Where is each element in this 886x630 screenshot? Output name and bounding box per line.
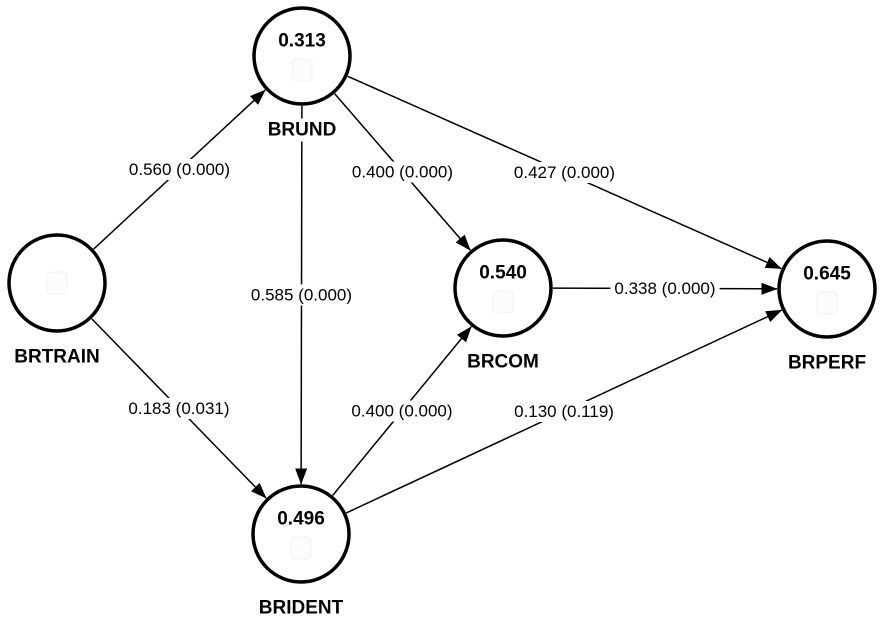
latent-node-brident: 0.496 xyxy=(251,484,351,584)
path-coefficient-label: 0.585 (0.000) xyxy=(251,286,352,305)
label-background xyxy=(463,350,543,374)
node-name-label: BRPERF xyxy=(788,353,866,374)
node-name-brperf: BRPERF xyxy=(783,351,871,375)
label-background xyxy=(610,278,720,299)
node-name-label: BRIDENT xyxy=(259,598,344,619)
node-name-label: BRCOM xyxy=(467,352,539,373)
node-name-label: BRUND xyxy=(268,120,337,141)
latent-node-circle-brcom xyxy=(453,238,553,338)
r-squared-value-brident: 0.496 xyxy=(277,509,325,530)
watermark-icon xyxy=(816,291,838,315)
label-background xyxy=(347,400,457,422)
label-background xyxy=(254,596,348,620)
path-coefficient: 0.400 (0.000) xyxy=(347,161,458,183)
latent-node-brcom: 0.540 xyxy=(453,238,553,338)
latent-node-circle-brident xyxy=(251,484,351,584)
path-coefficient-label: 0.560 (0.000) xyxy=(129,160,230,179)
label-background xyxy=(347,161,458,183)
path-coefficient: 0.338 (0.000) xyxy=(610,278,720,299)
path-coefficient: 0.427 (0.000) xyxy=(509,162,620,183)
path-coefficient: 0.585 (0.000) xyxy=(246,284,357,306)
path-coefficient-label: 0.427 (0.000) xyxy=(514,163,615,182)
latent-node-brperf: 0.645 xyxy=(777,239,877,339)
path-coefficient-label: 0.183 (0.031) xyxy=(128,399,229,418)
r-squared-value-brperf: 0.645 xyxy=(803,264,851,285)
label-background xyxy=(10,345,104,369)
watermark-icon xyxy=(492,290,514,314)
node-name-brcom: BRCOM xyxy=(463,350,543,374)
path-coefficient: 0.130 (0.119) xyxy=(510,401,618,422)
r-squared-value-brcom: 0.540 xyxy=(479,263,527,284)
path-coefficient-label: 0.400 (0.000) xyxy=(352,163,453,182)
node-name-label: BRTRAIN xyxy=(14,347,100,368)
node-name-brund: BRUND xyxy=(263,118,341,142)
label-background xyxy=(263,118,341,142)
node-labels-layer: BRTRAIN BRUND BRIDENT BRCOM BRPERF xyxy=(10,118,871,620)
node-name-brident: BRIDENT xyxy=(254,596,348,620)
watermark-icon xyxy=(290,536,312,560)
latent-node-brtrain xyxy=(7,233,107,333)
path-coefficient-label: 0.130 (0.119) xyxy=(514,402,614,421)
watermark-icon xyxy=(46,271,68,295)
path-coefficient: 0.400 (0.000) xyxy=(347,400,457,422)
watermark-icon xyxy=(291,58,313,82)
node-name-brtrain: BRTRAIN xyxy=(10,345,104,369)
path-labels-layer: 0.560 (0.000) 0.183 (0.031) 0.400 (0.000) 0… xyxy=(124,159,720,422)
latent-node-circle-brperf xyxy=(777,239,877,339)
latent-nodes-layer: 0.313 0.496 0.540 0.645 xyxy=(7,6,877,584)
path-coefficient: 0.183 (0.031) xyxy=(124,398,234,419)
label-background xyxy=(509,162,620,183)
label-background xyxy=(124,159,235,180)
latent-node-brund: 0.313 xyxy=(252,6,352,106)
latent-node-circle-brund xyxy=(252,6,352,106)
label-background xyxy=(124,398,234,419)
path-coefficient-label: 0.338 (0.000) xyxy=(614,279,715,298)
path-coefficient-label: 0.400 (0.000) xyxy=(351,402,452,421)
label-background xyxy=(510,401,618,422)
path-coefficient: 0.560 (0.000) xyxy=(124,159,235,180)
label-background xyxy=(783,351,871,375)
r-squared-value-brund: 0.313 xyxy=(278,31,326,52)
label-background xyxy=(246,284,357,306)
